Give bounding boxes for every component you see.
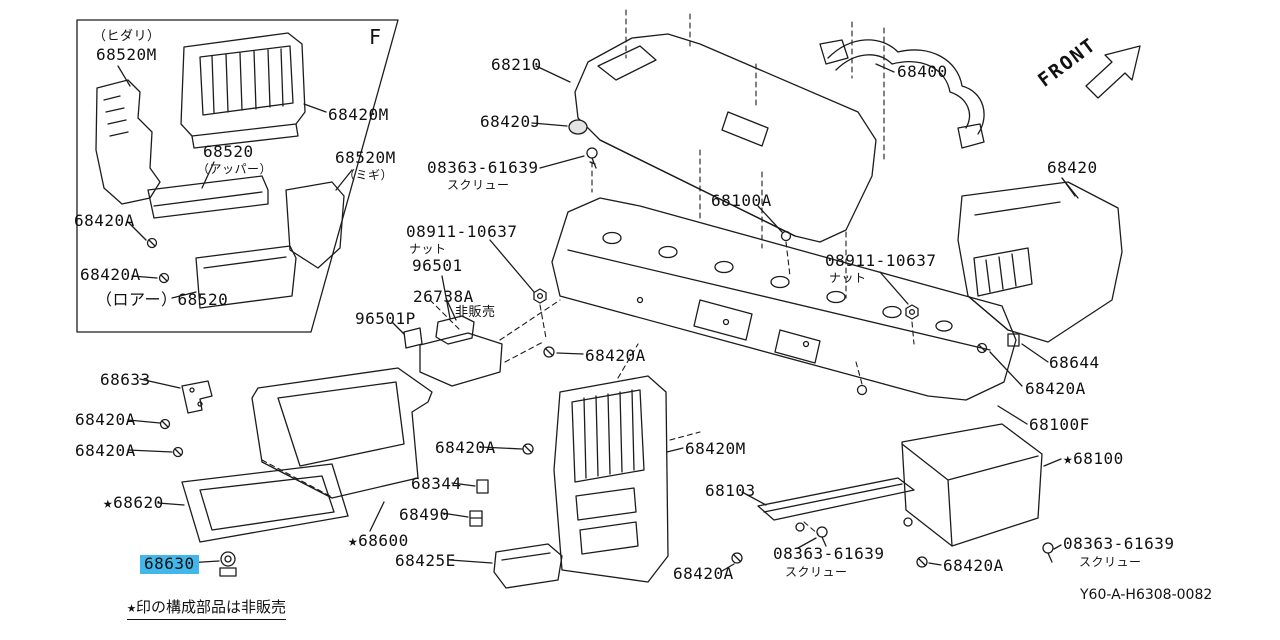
part-label-68100a: 68100A [711,191,772,210]
part-label-68210: 68210 [491,55,542,74]
part-label-68344: 68344 [411,474,462,493]
part-label-26738a: 26738A [413,287,474,306]
part-label-68420m: 68420M [685,439,746,458]
part-label-68420m: 68420M [328,105,389,124]
part-label-68600: ★68600 [348,531,409,550]
part-label-68630: 68630 [140,555,199,574]
part-label-68425e: 68425E [395,551,456,570]
part-label-68420a: 68420A [943,556,1004,575]
part-label-68644: 68644 [1049,353,1100,372]
part-label-68420a: 68420A [80,265,141,284]
part-label-68420a: 68420A [673,564,734,583]
part-label-0836361639: 08363-61639 [1063,534,1175,553]
part-label-: 非販売 [455,305,496,320]
part-label-68400: 68400 [897,62,948,81]
part-label-68100f: 68100F [1029,415,1090,434]
part-label-68420a: 68420A [75,441,136,460]
part-label-68420a: 68420A [74,211,135,230]
part-label-: スクリュー [785,565,848,579]
part-label-: （アッパー） [197,162,273,176]
part-label-68520: （ロアー）68520 [96,290,229,309]
part-label-68520m: 68520M [335,148,396,167]
part-label-68103: 68103 [705,481,756,500]
inset-box-border [76,19,399,333]
part-label-68490: 68490 [399,505,450,524]
part-label-96501p: 96501P [355,309,416,328]
part-label-96501: 96501 [412,256,463,275]
part-label-: スクリュー [447,178,510,192]
part-label-0836361639: 08363-61639 [427,158,539,177]
document-code: Y60-A-H6308-0082 [1080,587,1213,603]
part-label-0891110637: 08911-10637 [825,251,937,270]
part-label-: スクリュー [1079,555,1142,569]
part-label-68420a: 68420A [75,410,136,429]
part-label-0891110637: 08911-10637 [406,222,518,241]
part-label-: ナット [829,271,867,285]
part-label-68420j: 68420J [480,112,541,131]
part-label-68420a: 68420A [435,438,496,457]
part-label-: ナット [409,242,447,256]
part-label-: （ミギ） [343,168,394,182]
part-label-68420a: 68420A [585,346,646,365]
part-label-68520m: 68520M [96,45,157,64]
part-label-68520: 68520 [203,142,254,161]
part-label-: （ヒダリ） [93,29,161,44]
inset-marker-f: F [369,25,382,49]
part-label-68100: ★68100 [1063,449,1124,468]
part-label-68620: ★68620 [103,493,164,512]
part-label-68633: 68633 [100,370,151,389]
part-label-68420a: 68420A [1025,379,1086,398]
part-label-68420: 68420 [1047,158,1098,177]
star-parts-footnote: ★印の構成部品は非販売 [127,596,287,620]
part-label-0836361639: 08363-61639 [773,544,885,563]
